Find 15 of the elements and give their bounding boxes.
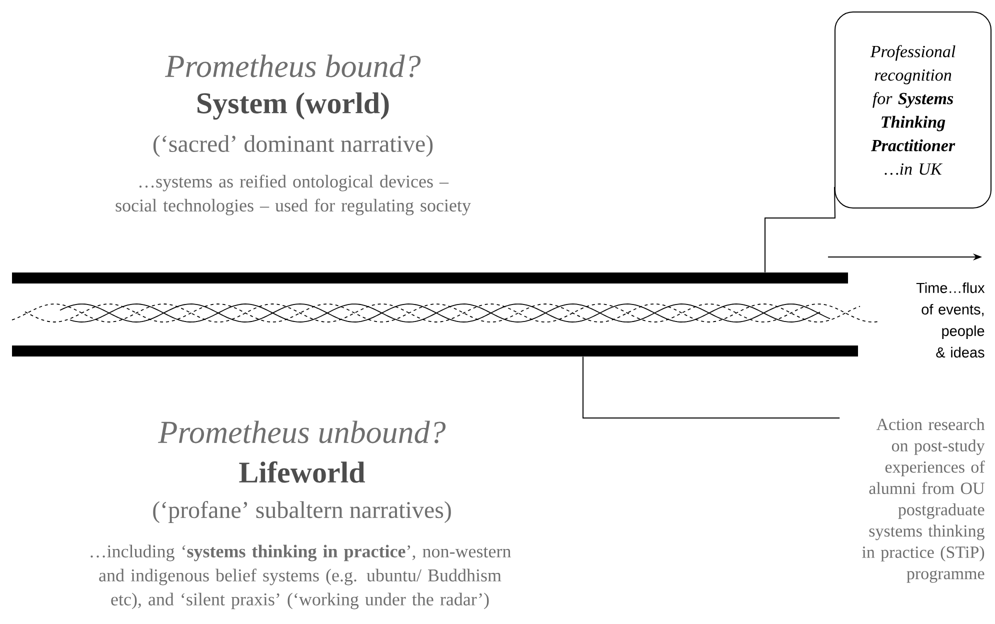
heading-text: Prometheus unbound? — [158, 420, 446, 444]
callout-box: Professional recognition for Systems Thinking Practitioner …in UK — [834, 12, 992, 208]
heading-text: Lifeworld — [239, 461, 365, 483]
description-text: …systems as reified ontological devices – social technologies – used for regulating society — [116, 174, 471, 216]
axis-label: Time…flux of events, people & ideas — [916, 282, 985, 358]
bar — [12, 346, 858, 356]
note-text: Action research on post-study experiences of alumni from OU postgraduate systems thinking in practice (STiP) programme — [862, 418, 985, 583]
heading-text: Prometheus bound? — [165, 54, 421, 78]
description-text: …including ‘systems thinking in practice’, non-western and indigenous belief systems (e.g. ubuntu/ Buddhism etc), and ‘silent praxis’ (‘working under the radar’) — [90, 544, 511, 610]
leader-line — [764, 186, 836, 273]
leader-line — [582, 356, 840, 418]
subheading-text: (‘profane’ subaltern narratives) — [153, 501, 451, 524]
bar — [12, 272, 848, 284]
subheading-text: (‘sacred’ dominant narrative) — [153, 135, 433, 157]
heading-text: System (world) — [198, 92, 389, 120]
